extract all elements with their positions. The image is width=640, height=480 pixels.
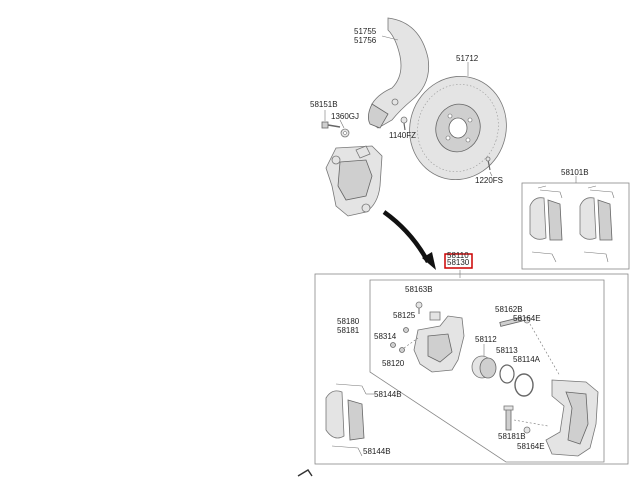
label-58114a: 58114A [513,355,541,364]
leader-51755 [381,35,399,41]
assembly-arrow [382,210,430,264]
label-58101b: 58101B [561,168,589,177]
cap-58164e-bottom[interactable] [523,426,531,434]
bolt-58120[interactable] [399,337,419,353]
screw-1140fz[interactable] [400,116,408,131]
label-51756: 51756 [354,36,377,45]
bolt-58151b[interactable] [321,121,341,129]
label-1140fz: 1140FZ [389,131,416,140]
label-1220fs: 1220FS [475,176,503,185]
leader-1360gj [339,119,345,129]
label-58181: 58181 [337,326,360,335]
label-58130: 58130 [447,258,470,267]
label-58113: 58113 [496,346,518,355]
label-58163b: 58163B [405,285,433,294]
pad-kit-box [521,182,630,270]
dust-shield[interactable] [368,17,430,129]
brake-disc[interactable] [396,64,519,193]
label-58120: 58120 [382,359,405,368]
label-51755: 51755 [354,27,377,36]
guide-dash-bottom [513,419,549,427]
washer-1360gj[interactable] [340,128,350,138]
label-58144b-top: 58144B [374,390,402,399]
label-58144b-bottom: 58144B [363,447,391,456]
guide-dash-top [529,323,561,377]
carrier-bracket[interactable] [545,379,599,457]
bleeder-screw-58125[interactable] [403,327,409,333]
caliper-kit-box [314,273,629,465]
label-58181b: 58181B [498,432,526,441]
brake-pads-58144b[interactable] [325,383,367,457]
labels: 51755 51756 51712 58151B 1360GJ 1140FZ 1… [310,27,589,456]
label-58112: 58112 [475,335,497,344]
assembly-arrow-head [422,252,436,270]
label-51712: 51712 [456,54,479,63]
caliper-assembly-top[interactable] [325,145,383,217]
piston-58112[interactable] [471,355,497,379]
part-number-highlight [444,253,473,269]
cursor-icon [297,469,313,477]
bleeder-cap-58163b[interactable] [415,301,423,314]
label-58164e-bottom: 58164E [517,442,545,451]
caliper-body[interactable] [413,311,465,373]
label-58110: 58110 [447,251,469,260]
guide-bolt-58181b[interactable] [503,405,514,431]
label-58162b: 58162B [495,305,523,314]
label-58314: 58314 [374,332,397,341]
seal-58113[interactable] [499,364,515,384]
pad-kit-contents[interactable] [529,185,615,263]
label-58180: 58180 [337,317,360,326]
guide-bolt-58162b[interactable] [499,316,531,327]
leader-1220fs [489,171,493,177]
label-58164e-top: 58164E [513,314,541,323]
boot-58114a[interactable] [514,373,534,397]
bolt-58314[interactable] [390,342,396,348]
label-58125: 58125 [393,311,416,320]
label-58151b: 58151B [310,100,338,109]
screw-1220fs[interactable] [485,156,491,171]
label-1360gj: 1360GJ [331,112,359,121]
caliper-inner-box [369,279,605,463]
